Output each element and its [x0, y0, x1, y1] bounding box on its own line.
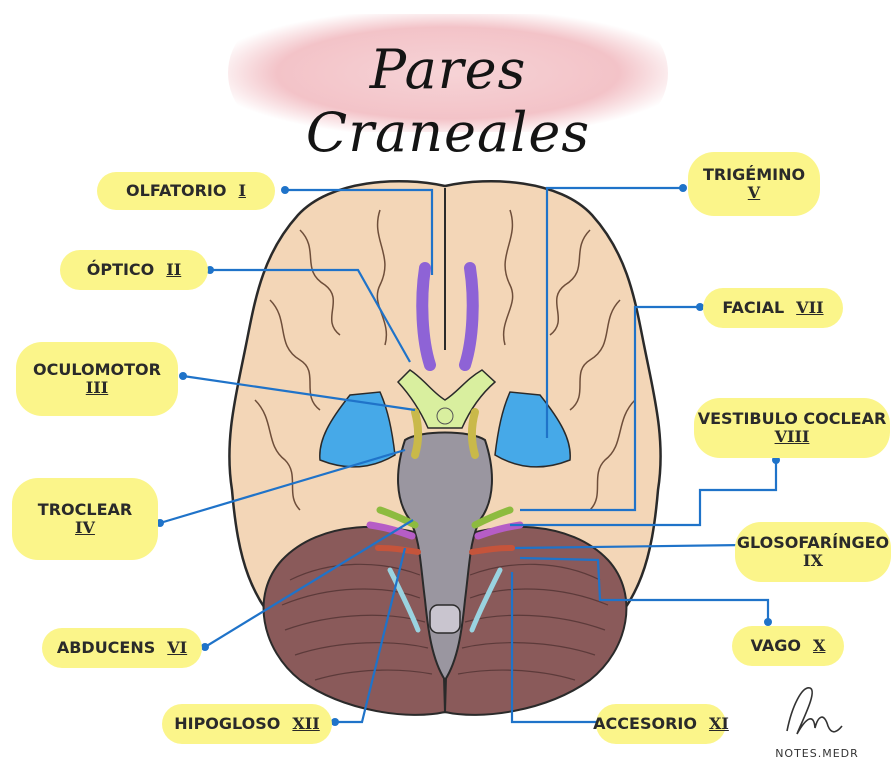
label-oculomotor: OCULOMOTOR III — [16, 342, 178, 416]
label-accesorio: ACCESORIO XI — [596, 704, 726, 744]
label-hipogloso-numeral: XII — [292, 715, 319, 733]
label-abducens: ABDUCENS VI — [42, 628, 202, 668]
medulla-section — [430, 605, 460, 633]
label-vago-name: VAGO — [751, 637, 801, 655]
label-glosofaringeo-name: GLOSOFARÍNGEO — [737, 534, 889, 552]
label-abducens-name: ABDUCENS — [57, 639, 155, 657]
author-signature: NOTES.MEDR — [752, 676, 882, 762]
label-optico: ÓPTICO II — [60, 250, 208, 290]
label-facial: FACIAL VII — [703, 288, 843, 328]
label-accesorio-numeral: XI — [709, 715, 729, 733]
label-oculomotor-name: OCULOMOTOR — [33, 361, 161, 379]
cerebellum-right — [445, 527, 626, 715]
label-glosofaringeo: GLOSOFARÍNGEO IX — [735, 522, 891, 582]
label-vestibulococlear-numeral: VIII — [775, 428, 810, 446]
label-vestibulococlear: VESTIBULO COCLEAR VIII — [694, 398, 890, 458]
label-abducens-numeral: VI — [167, 639, 187, 657]
label-vestibulococlear-name: VESTIBULO COCLEAR — [698, 410, 887, 428]
label-vago-numeral: X — [813, 637, 825, 655]
label-olfatorio-numeral: I — [238, 182, 245, 200]
label-glosofaringeo-numeral: IX — [803, 552, 823, 570]
label-vago: VAGO X — [732, 626, 844, 666]
label-olfatorio: OLFATORIO I — [97, 172, 275, 210]
label-trigemino: TRIGÉMINO V — [688, 152, 820, 216]
label-hipogloso: HIPOGLOSO XII — [162, 704, 332, 744]
label-oculomotor-numeral: III — [86, 379, 108, 397]
label-facial-name: FACIAL — [722, 299, 784, 317]
label-optico-name: ÓPTICO — [87, 261, 155, 279]
label-troclear-name: TROCLEAR — [38, 501, 132, 519]
label-trigemino-numeral: V — [748, 184, 760, 202]
label-troclear: TROCLEAR IV — [12, 478, 158, 560]
label-olfatorio-name: OLFATORIO — [126, 182, 226, 200]
label-accesorio-name: ACCESORIO — [593, 715, 697, 733]
label-trigemino-name: TRIGÉMINO — [703, 166, 805, 184]
label-facial-numeral: VII — [796, 299, 823, 317]
label-hipogloso-name: HIPOGLOSO — [174, 715, 280, 733]
label-optico-numeral: II — [166, 261, 181, 279]
label-troclear-numeral: IV — [75, 519, 95, 537]
signature-text: NOTES.MEDR — [752, 747, 882, 760]
signature-scribble — [752, 676, 882, 746]
